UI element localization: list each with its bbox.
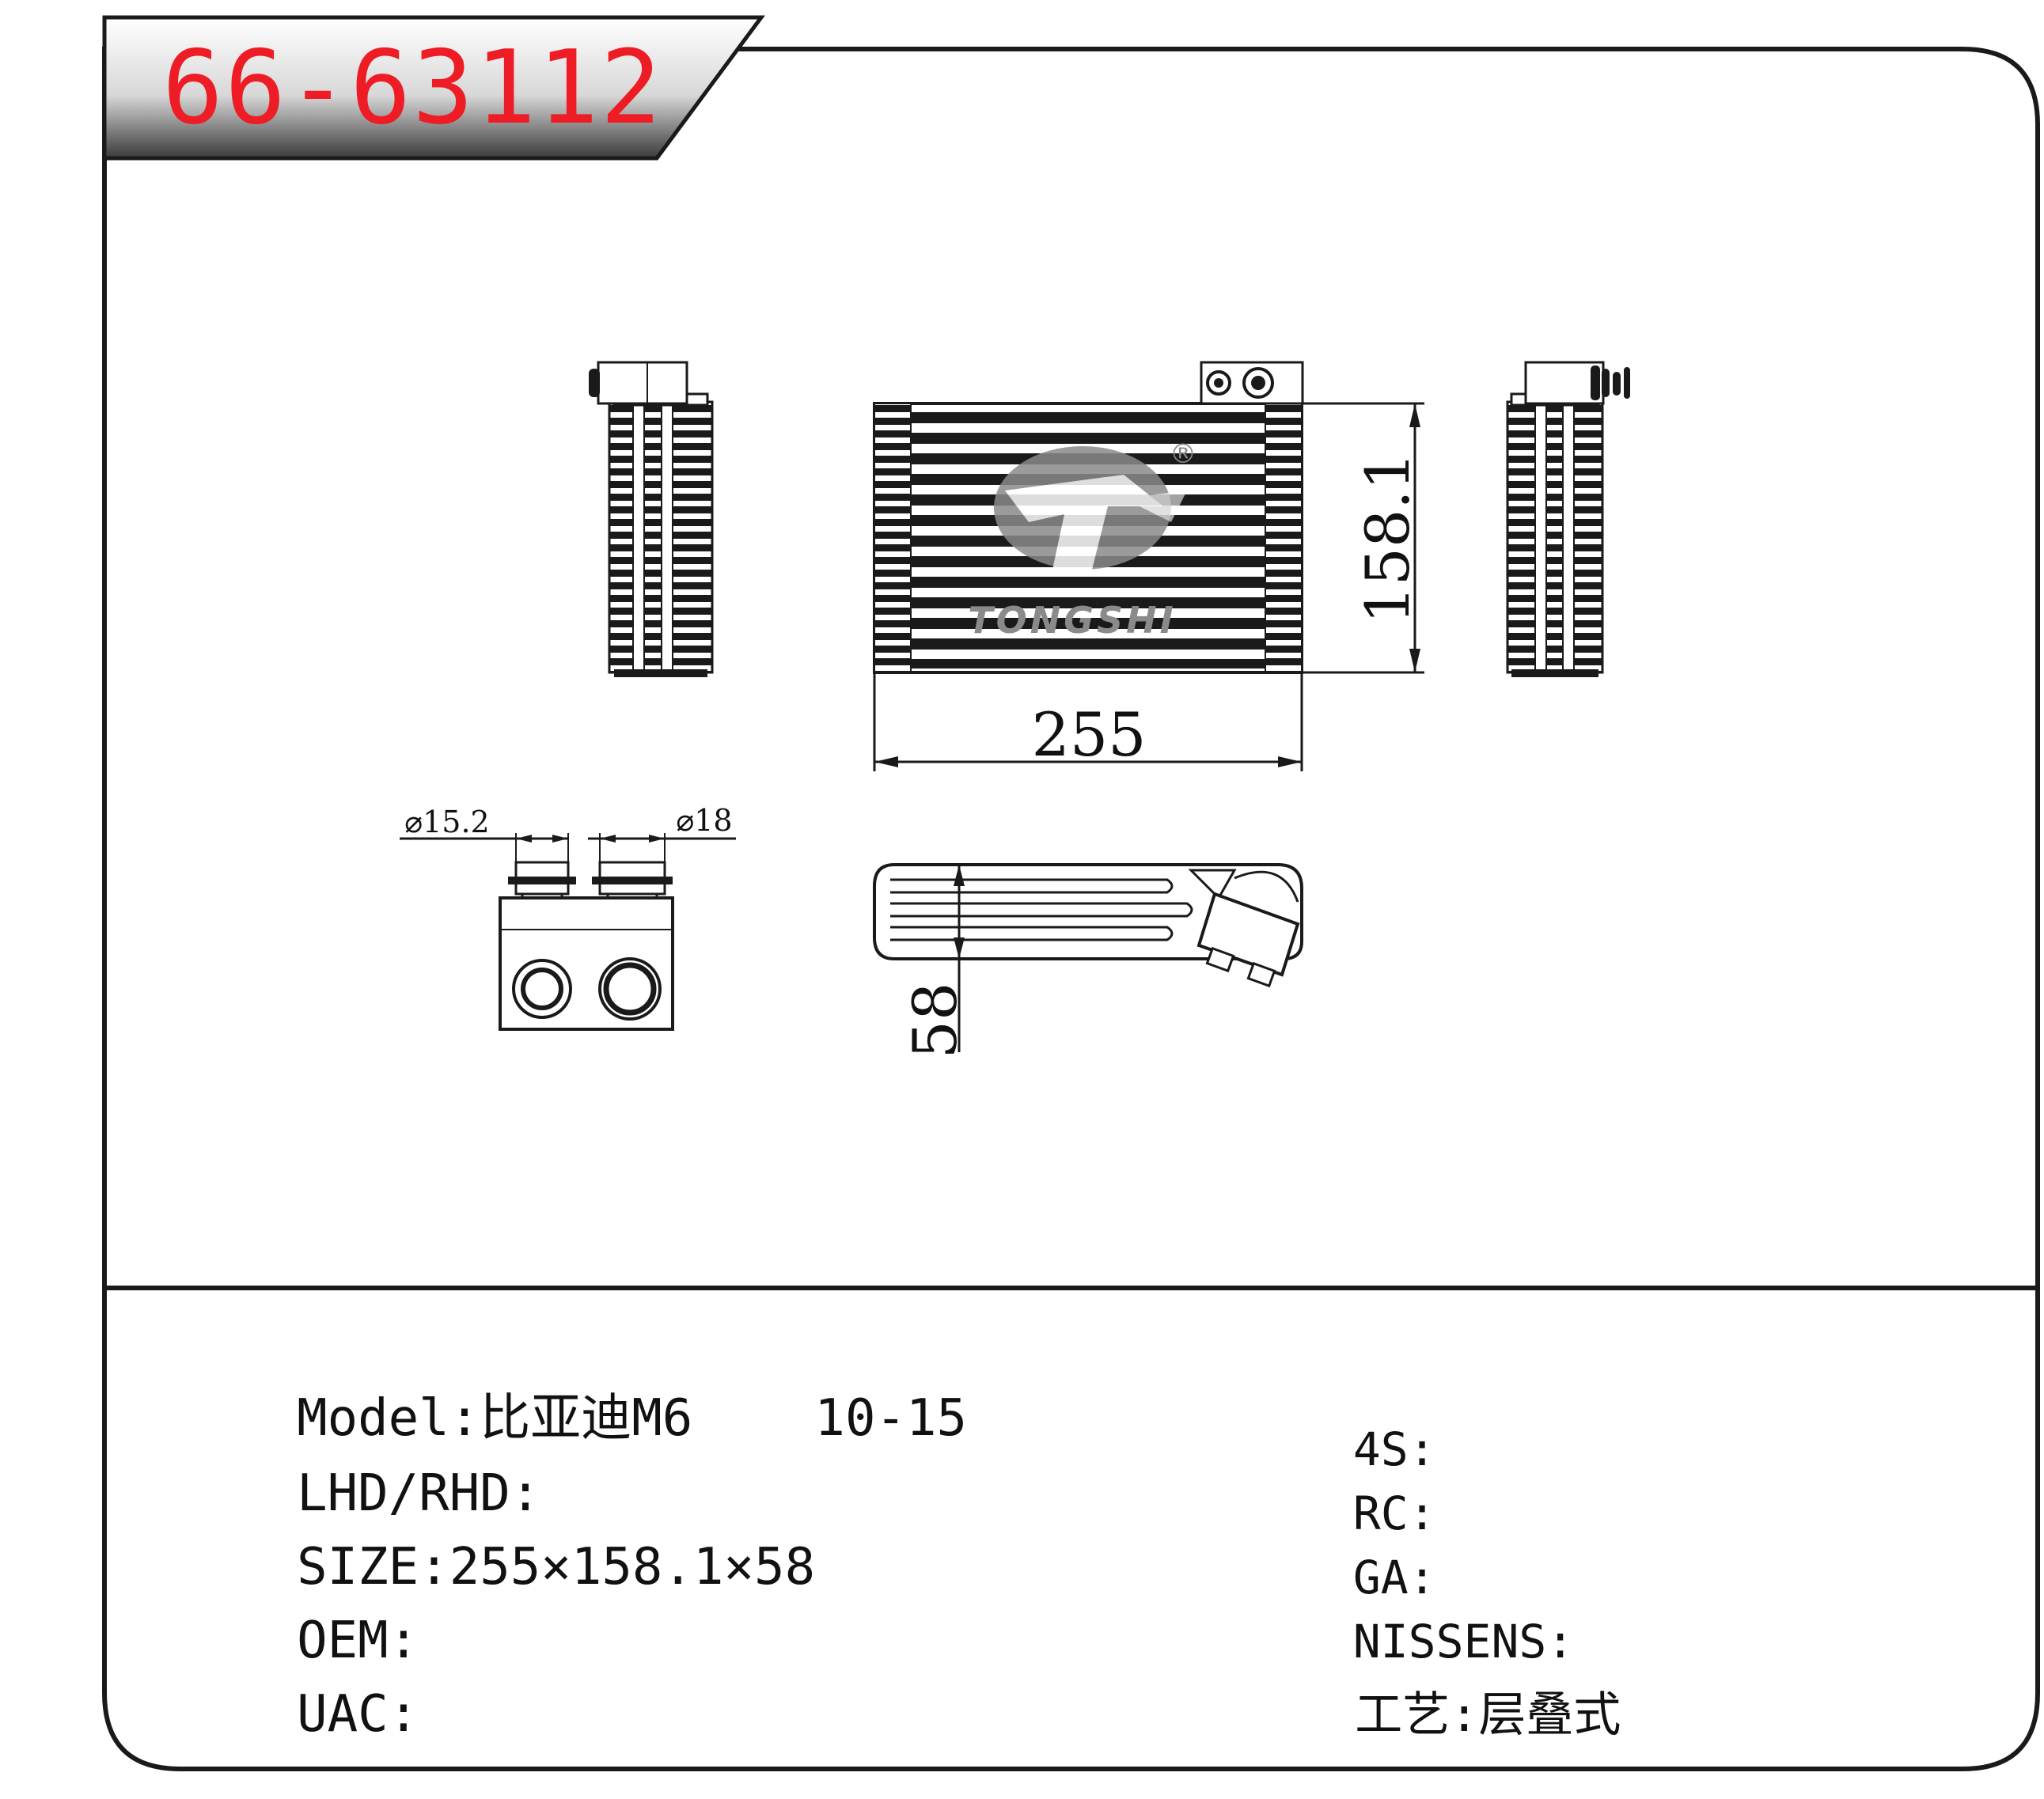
spec-label: 工艺: xyxy=(1355,1687,1479,1743)
spec-label: GA: xyxy=(1352,1551,1436,1604)
part-number-title: 66-63112 xyxy=(162,29,663,147)
spec-value: 层叠式 xyxy=(1478,1687,1621,1743)
spec-nissens: NISSENS: xyxy=(1298,1573,1574,1665)
spec-uac: UAC: xyxy=(236,1638,419,1740)
spec-label: NISSENS: xyxy=(1352,1615,1575,1668)
width-dimension-label: 255 xyxy=(1031,699,1146,770)
port-block-detail xyxy=(400,833,736,1031)
width-dimension xyxy=(873,672,1303,771)
spec-label: Model: xyxy=(297,1389,480,1448)
spec-4s: 4S: xyxy=(1298,1380,1436,1472)
pipe-diameter-small-label: ⌀15.2 xyxy=(404,805,490,839)
spec-size: SIZE:255×158.1×58 xyxy=(236,1491,815,1593)
left-side-view xyxy=(589,361,714,677)
brand-logo-text: TONGSHI xyxy=(968,599,1176,642)
spec-label: 4S: xyxy=(1352,1422,1436,1476)
registered-mark: ® xyxy=(1170,438,1196,470)
pipe-diameter-large-label: ⌀18 xyxy=(676,803,732,838)
spec-model: Model:比亚迪M6 10-15 xyxy=(236,1343,967,1444)
spec-rc: RC: xyxy=(1298,1445,1436,1536)
spec-value: 255×158.1×58 xyxy=(449,1538,816,1596)
right-side-view xyxy=(1506,361,1630,677)
spec-label: LHD/RHD: xyxy=(297,1464,541,1523)
spec-label: UAC: xyxy=(297,1685,419,1744)
spec-oem: OEM: xyxy=(236,1565,419,1666)
height-dimension xyxy=(1302,402,1424,674)
height-dimension-label: 158.1 xyxy=(1352,452,1423,624)
title-tab xyxy=(102,15,765,161)
brand-logo xyxy=(994,446,1187,570)
top-view xyxy=(873,863,1303,988)
outer-frame xyxy=(102,47,2040,1771)
spec-value: 比亚迪M6 10-15 xyxy=(480,1389,968,1448)
depth-dimension xyxy=(954,865,965,1052)
spec-process: 工艺:层叠式 xyxy=(1298,1644,1621,1739)
front-view xyxy=(873,361,1304,674)
depth-dimension-label: 58 xyxy=(900,983,970,1059)
spec-ga: GA: xyxy=(1298,1509,1436,1600)
spec-label: RC: xyxy=(1352,1487,1436,1540)
spec-label: OEM: xyxy=(297,1612,419,1670)
spec-label: SIZE: xyxy=(297,1538,449,1596)
spec-lhd-rhd: LHD/RHD: xyxy=(236,1418,540,1519)
